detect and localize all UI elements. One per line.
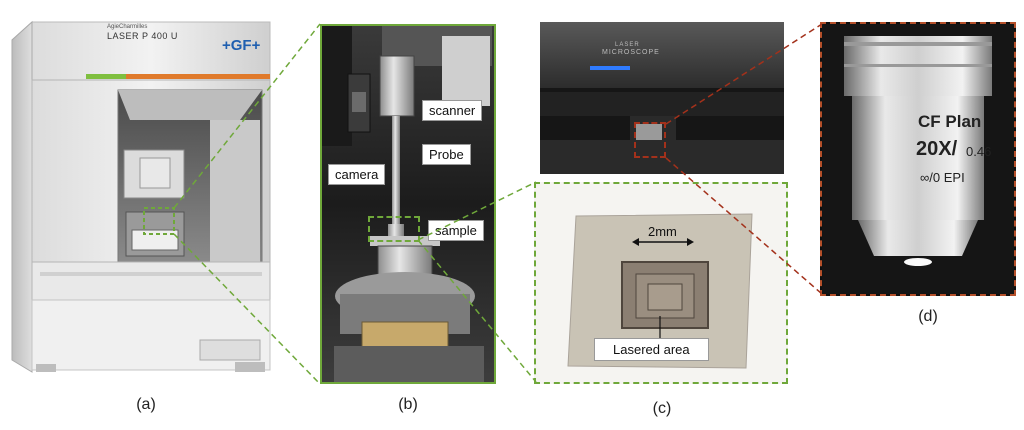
lens-line1: CF Plan <box>918 112 982 131</box>
panel-c-sample-photo: 2mm Lasered area <box>534 182 788 384</box>
lasered-area-label: Lasered area <box>594 338 709 361</box>
camera-label: camera <box>328 164 386 185</box>
caption-a: (a) <box>136 396 156 413</box>
caption-c: (c) <box>652 400 672 417</box>
objective-highlight-box <box>634 122 666 158</box>
microscope-brand-line2: MICROSCOPE <box>602 49 660 56</box>
panel-d-objective-photo: CF Plan 20X/ 0.46 ∞/0 EPI <box>820 22 1016 296</box>
objective-lens-illustration <box>822 24 1014 294</box>
probe-label: Probe <box>422 144 471 165</box>
lens-line2: 20X/ <box>916 138 958 160</box>
gf-logo: +GF+ <box>222 37 261 54</box>
laser-machine-illustration <box>11 20 271 373</box>
microscope-brand-line1: LASER <box>615 42 640 48</box>
panel-c-microscope-photo: LASER MICROSCOPE <box>540 22 784 174</box>
caption-d: (d) <box>918 308 938 325</box>
machine-model-label: LASER P 400 U <box>107 31 178 41</box>
panel-a-photo: AgieCharmilles LASER P 400 U +GF+ <box>0 0 292 386</box>
caption-b: (b) <box>398 396 418 413</box>
dimension-label: 2mm <box>648 224 677 239</box>
panel-b-photo: scanner camera Probe sample <box>320 24 496 384</box>
lasered-sample-illustration <box>567 213 753 369</box>
sample-highlight-box <box>368 216 420 242</box>
machine-brand-small: AgieCharmilles <box>107 24 148 30</box>
scanner-label: scanner <box>422 100 483 121</box>
lens-line3: ∞/0 EPI <box>920 170 965 185</box>
scanner-probe-illustration <box>322 26 494 382</box>
lens-na: 0.46 <box>966 144 992 159</box>
